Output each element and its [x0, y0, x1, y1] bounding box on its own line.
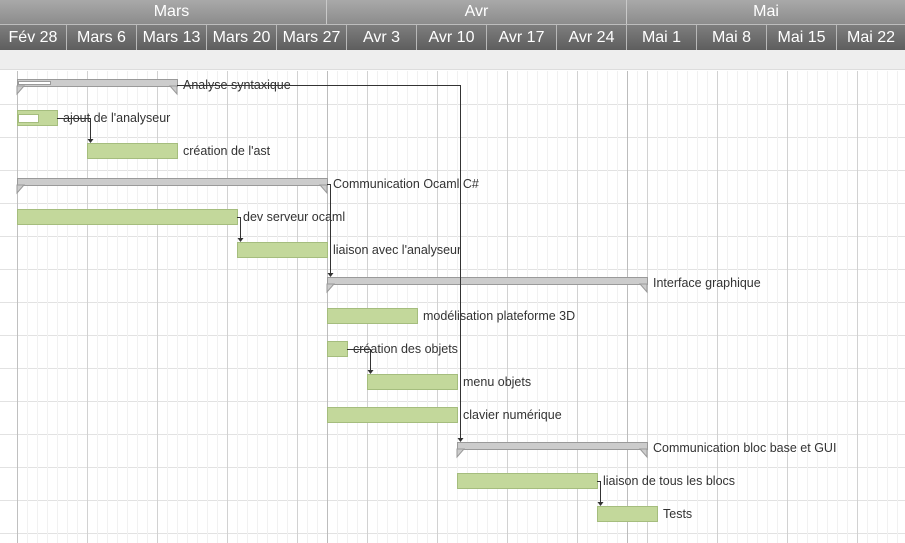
- summary-bar: [457, 442, 648, 450]
- dependency-connector: [597, 481, 601, 503]
- task-bar: [237, 242, 328, 258]
- month-header-avr: Avr: [327, 0, 627, 24]
- week-header: Avr 10: [417, 25, 487, 50]
- week-header: Avr 24: [557, 25, 627, 50]
- task-label: menu objets: [463, 375, 531, 389]
- summary-bar-right-cap: [168, 85, 178, 96]
- task-label: modélisation plateforme 3D: [423, 309, 575, 323]
- summary-bar-right-cap: [318, 184, 328, 195]
- week-header: Mai 22: [846, 29, 896, 46]
- week-header: Mai 15: [767, 25, 837, 50]
- task-bar: [327, 341, 348, 357]
- task-bar: [87, 143, 178, 159]
- week-header: Mars 27: [277, 25, 347, 50]
- task-bar: [457, 473, 598, 489]
- month-header-mars: Mars: [17, 0, 327, 24]
- dependency-connector: [177, 85, 461, 439]
- dependency-arrowhead: [237, 238, 244, 242]
- dependency-connector: [237, 217, 241, 239]
- dependency-arrowhead: [327, 273, 334, 277]
- summary-bar-left-cap: [326, 283, 336, 294]
- task-bar: [17, 209, 238, 225]
- task-label: liaison avec l'analyseur: [333, 243, 461, 257]
- task-label: création de l'ast: [183, 144, 271, 158]
- dependency-arrowhead: [367, 370, 374, 374]
- task-bar: [367, 374, 458, 390]
- task-label: dev serveur ocaml: [243, 210, 345, 224]
- dependency-connector: [347, 349, 371, 371]
- week-header: Mai 1: [627, 25, 697, 50]
- week-header: Avr 3: [347, 25, 417, 50]
- week-header-row: Fév 28 Mars 6 Mars 13 Mars 20 Mars 27 Av…: [0, 24, 905, 50]
- month-header-mai: Mai: [753, 3, 779, 20]
- task-label: ajout de l'analyseur: [63, 111, 170, 125]
- summary-bar-right-cap: [638, 283, 648, 294]
- task-label: Tests: [663, 507, 692, 521]
- summary-bar: [327, 277, 648, 285]
- task-label: Communication Ocaml C#: [333, 177, 479, 191]
- week-header: Mars 6: [67, 25, 137, 50]
- summary-bar-left-cap: [456, 448, 466, 459]
- task-progress: [18, 114, 39, 123]
- timeline-subheader-band: [0, 50, 905, 70]
- summary-bar: [17, 178, 328, 186]
- dependency-arrowhead: [87, 139, 94, 143]
- week-header: Mai 8: [697, 25, 767, 50]
- task-label: création des objets: [353, 342, 458, 356]
- task-label: clavier numérique: [463, 408, 562, 422]
- week-header: Mars 13: [137, 25, 207, 50]
- task-label: Communication bloc base et GUI: [653, 441, 836, 455]
- summary-bar-right-cap: [638, 448, 648, 459]
- dependency-arrowhead: [457, 438, 464, 442]
- task-label: Interface graphique: [653, 276, 761, 290]
- dependency-arrowhead: [597, 502, 604, 506]
- summary-bar-left-cap: [16, 184, 26, 195]
- summary-bar: [17, 79, 178, 87]
- task-bar: [327, 407, 458, 423]
- summary-bar-left-cap: [16, 85, 26, 96]
- week-header: Fév 28: [0, 25, 67, 50]
- task-bar: [327, 308, 418, 324]
- dependency-connector: [57, 118, 91, 140]
- summary-progress: [18, 81, 51, 85]
- month-header-row: Mars Avr Mai: [0, 0, 905, 24]
- task-label: liaison de tous les blocs: [603, 474, 735, 488]
- week-header: Mars 20: [207, 25, 277, 50]
- task-bar: [597, 506, 658, 522]
- week-header: Avr 17: [487, 25, 557, 50]
- dependency-connector: [327, 184, 331, 274]
